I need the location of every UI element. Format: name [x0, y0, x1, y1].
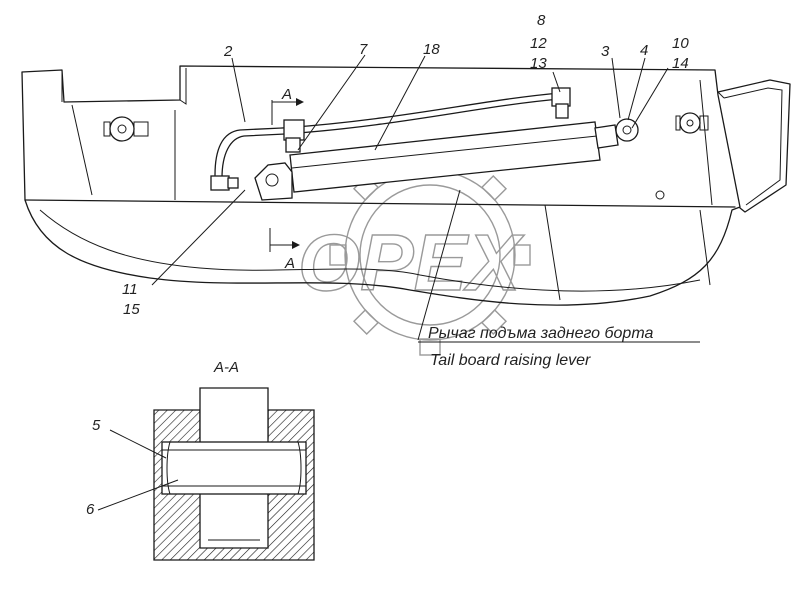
caption: Рычаг подъма заднего борта Tail board ra…: [418, 325, 700, 369]
callout-6: 6: [86, 501, 95, 518]
leader-6: [97, 479, 179, 511]
leader-5: [109, 429, 167, 459]
caption-ru: Рычаг подъма заднего борта: [428, 325, 653, 342]
right-hinge-bracket: [675, 112, 709, 134]
callout-5: 5: [92, 417, 101, 434]
callout-10: 10: [672, 35, 689, 52]
callout-3: 3: [601, 43, 610, 60]
callout-12: 12: [530, 35, 547, 52]
callout-2: 2: [223, 43, 233, 60]
section-view-title: A-A: [213, 359, 239, 376]
left-hinge-bracket: [103, 116, 149, 142]
watermark-text: OPEX: [298, 218, 525, 307]
callout-4: 4: [640, 42, 648, 59]
callout-13: 13: [530, 55, 547, 72]
caption-en: Tail board raising lever: [430, 352, 591, 369]
callout-11: 11: [122, 281, 138, 298]
section-view: [153, 387, 315, 561]
leader-lines: [151, 54, 669, 341]
end-cap: [717, 79, 791, 213]
callout-15: 15: [123, 301, 140, 318]
callout-7: 7: [359, 41, 368, 58]
callout-18: 18: [423, 41, 440, 58]
callout-8: 8: [537, 12, 546, 29]
section-cut: [269, 98, 304, 252]
rivet-hole: [655, 190, 665, 200]
watermark: OPEX: [297, 154, 531, 356]
section-marker-top: A: [281, 86, 292, 103]
section-marker-bottom: A: [284, 255, 295, 272]
hydraulic-cylinder: [210, 87, 639, 201]
callout-14: 14: [672, 55, 689, 72]
side-panel: [21, 65, 741, 306]
